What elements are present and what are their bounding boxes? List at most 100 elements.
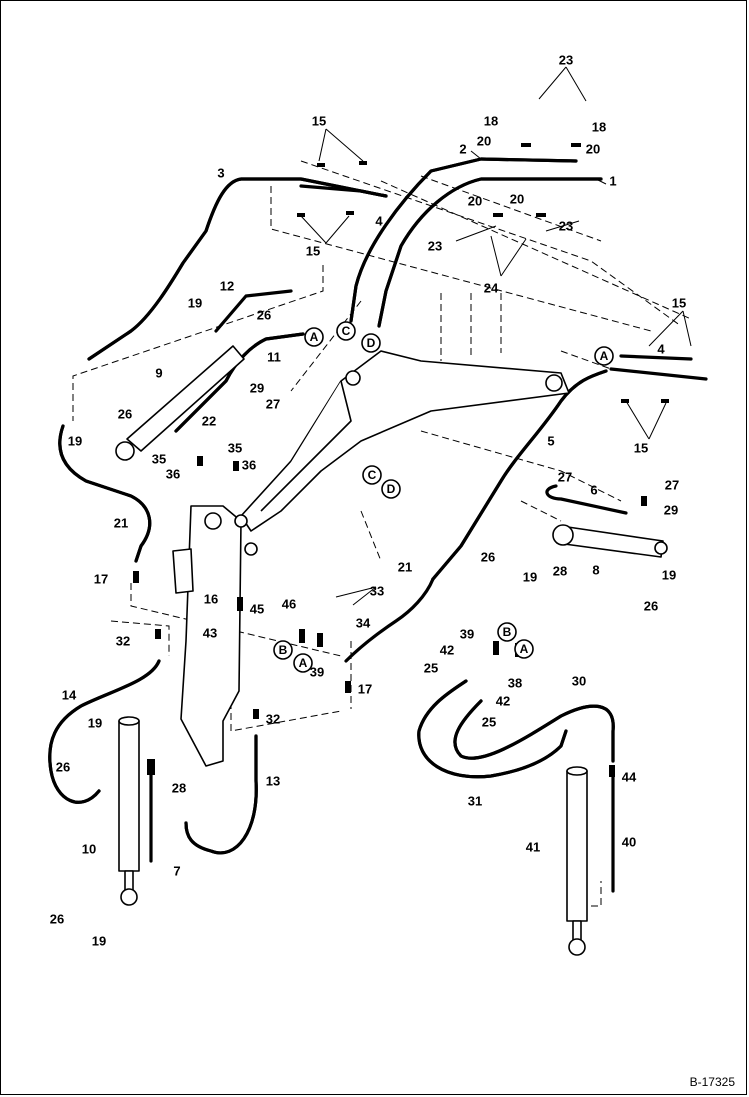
- callout-32: 32: [116, 634, 130, 649]
- callout-26: 26: [644, 599, 658, 614]
- callout-35: 35: [152, 452, 166, 467]
- callout-27: 27: [558, 470, 572, 485]
- callout-38: 38: [508, 676, 522, 691]
- callout-39: 39: [310, 665, 324, 680]
- callout-32: 32: [266, 712, 280, 727]
- connector-b: B: [273, 640, 293, 660]
- callout-19: 19: [88, 716, 102, 731]
- callout-39: 39: [460, 627, 474, 642]
- callout-19: 19: [68, 434, 82, 449]
- connector-circle: [497, 622, 517, 642]
- callout-26: 26: [257, 308, 271, 323]
- callout-6: 6: [590, 483, 597, 498]
- callout-26: 26: [56, 760, 70, 775]
- callout-24: 24: [484, 281, 499, 296]
- callout-20: 20: [510, 192, 524, 207]
- callout-1: 1: [609, 174, 616, 189]
- callout-23: 23: [428, 239, 442, 254]
- callout-33: 33: [370, 584, 384, 599]
- callout-15: 15: [672, 296, 686, 311]
- callout-26: 26: [50, 912, 64, 927]
- callout-21: 21: [114, 516, 128, 531]
- callout-16: 16: [204, 592, 218, 607]
- callout-4: 4: [657, 342, 665, 357]
- callout-34: 34: [356, 616, 371, 631]
- callout-19: 19: [523, 570, 537, 585]
- connector-b: B: [497, 622, 517, 642]
- figure-reference: B-17325: [689, 1075, 735, 1089]
- callout-23: 23: [559, 219, 573, 234]
- connector-letter: D: [367, 336, 376, 350]
- callout-41: 41: [526, 840, 540, 855]
- cylinder-8: [552, 524, 668, 558]
- connector-d: D: [361, 333, 381, 353]
- callout-14: 14: [62, 688, 77, 703]
- connector-a: A: [594, 346, 614, 366]
- dipper-arm: [172, 505, 258, 767]
- callout-13: 13: [266, 774, 280, 789]
- callout-19: 19: [662, 568, 676, 583]
- connector-a: A: [304, 327, 324, 347]
- callout-15: 15: [312, 114, 326, 129]
- callout-46: 46: [282, 597, 296, 612]
- callout-20: 20: [477, 134, 491, 149]
- callout-27: 27: [266, 397, 280, 412]
- callout-20: 20: [468, 194, 482, 209]
- callout-15: 15: [306, 244, 320, 259]
- connector-letter: C: [342, 324, 351, 338]
- callout-36: 36: [242, 458, 256, 473]
- callout-11: 11: [267, 350, 281, 365]
- connector-c: C: [336, 321, 356, 341]
- connector-circle: [293, 653, 313, 673]
- callout-10: 10: [82, 842, 96, 857]
- callout-19: 19: [188, 296, 202, 311]
- callout-28: 28: [172, 781, 186, 796]
- callout-43: 43: [203, 626, 217, 641]
- callout-20: 20: [586, 142, 600, 157]
- callout-27: 27: [665, 478, 679, 493]
- callout-2: 2: [459, 142, 466, 157]
- connector-letter: C: [368, 468, 377, 482]
- callout-22: 22: [202, 414, 216, 429]
- callout-35: 35: [228, 441, 242, 456]
- callout-18: 18: [484, 114, 498, 129]
- connector-letter: A: [299, 656, 308, 670]
- callout-19: 19: [92, 934, 106, 949]
- callout-40: 40: [622, 835, 636, 850]
- callout-42: 42: [496, 694, 510, 709]
- boom-arm: [240, 350, 570, 532]
- callout-29: 29: [664, 503, 678, 518]
- callout-42: 42: [440, 643, 454, 658]
- leader-lines: [300, 66, 692, 606]
- cylinder-41: [566, 766, 588, 956]
- callout-30: 30: [572, 674, 586, 689]
- connector-circle: [514, 639, 534, 659]
- callout-29: 29: [250, 381, 264, 396]
- connector-circle: [304, 327, 324, 347]
- callout-8: 8: [592, 563, 599, 578]
- hydraulic-lines: [48, 157, 708, 893]
- connector-circle: [594, 346, 614, 366]
- connector-circle: [362, 465, 382, 485]
- callout-21: 21: [398, 560, 412, 575]
- callout-26: 26: [481, 550, 495, 565]
- connector-a: A: [293, 653, 313, 673]
- connector-letter: B: [279, 643, 288, 657]
- connector-d: D: [381, 479, 401, 499]
- callout-23: 23: [559, 53, 573, 68]
- callout-4: 4: [375, 214, 383, 229]
- callout-7: 7: [173, 864, 180, 879]
- callout-15: 15: [634, 441, 648, 456]
- callout-45: 45: [250, 602, 264, 617]
- connector-letter: A: [600, 349, 609, 363]
- callout-18: 18: [592, 120, 606, 135]
- connector-circle: [336, 321, 356, 341]
- callout-9: 9: [155, 366, 162, 381]
- cylinder-10: [118, 716, 140, 906]
- callout-28: 28: [553, 564, 567, 579]
- connector-letter: A: [310, 330, 319, 344]
